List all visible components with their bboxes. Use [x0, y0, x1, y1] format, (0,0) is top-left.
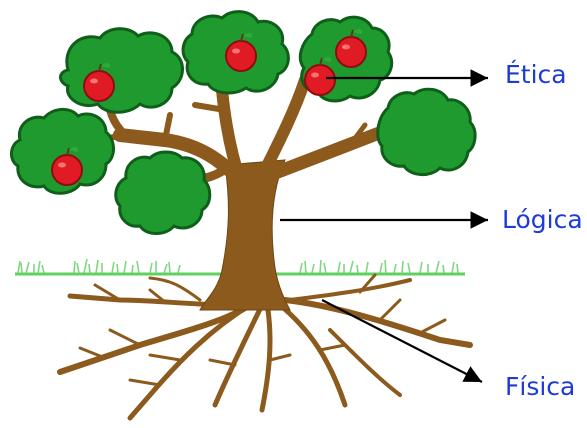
- ethics-label: Ética: [505, 62, 567, 87]
- logic-label: Lógica: [502, 207, 583, 232]
- foliage-top-left: [61, 29, 183, 113]
- foliage-center: [116, 152, 210, 234]
- foliage-right: [378, 89, 475, 174]
- physics-label: Física: [505, 374, 575, 399]
